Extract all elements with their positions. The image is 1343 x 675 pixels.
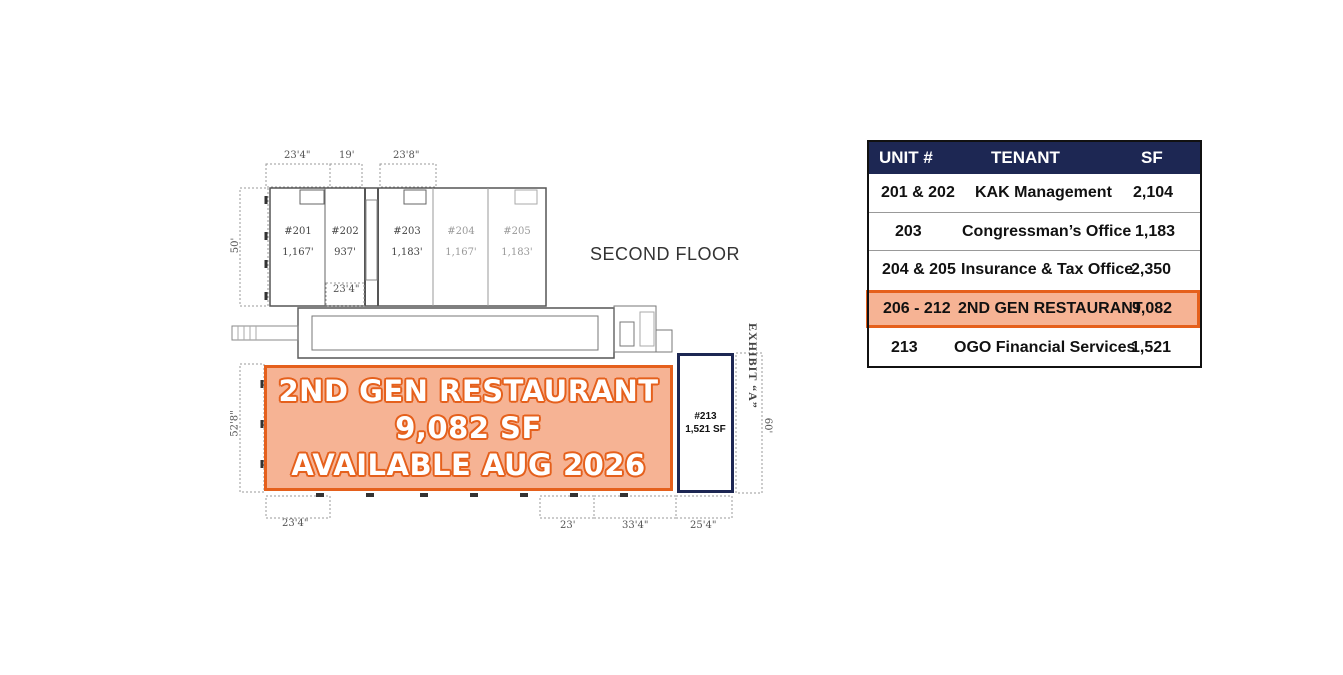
room-205-number: #205 <box>503 226 531 237</box>
unit-213: #213 1,521 SF <box>677 353 734 493</box>
row-sf: 2,350 <box>1131 261 1172 278</box>
header-tenant: TENANT <box>991 148 1060 167</box>
room-203-number: #203 <box>393 226 421 237</box>
row-tenant: OGO Financial Services <box>954 339 1136 356</box>
tenant-table: UNIT # TENANT SF 201 & 202 KAK Managemen… <box>867 140 1202 368</box>
dimension-bottom-2: 23' <box>560 520 576 531</box>
room-201-number: #201 <box>284 226 312 237</box>
table-row: 204 & 205 Insurance & Tax Office 2,350 <box>869 250 1200 289</box>
row-sf: 1,521 <box>1131 339 1172 356</box>
highlight-row-restaurant <box>866 290 1200 328</box>
banner-line-3: AVAILABLE AUG 2026 <box>291 447 646 482</box>
dimension-left-bottom: 52'8" <box>229 410 241 437</box>
row-unit: 203 <box>895 223 922 240</box>
banner-line-2: 9,082 SF <box>395 410 542 445</box>
room-205: #205 1,183' <box>494 225 540 259</box>
room-201: #201 1,167' <box>276 225 320 259</box>
row-tenant: 2ND GEN RESTAURANT <box>958 300 1143 317</box>
dimension-bottom-4: 25'4" <box>690 520 717 531</box>
dimension-right: 60' <box>762 417 774 434</box>
dimension-top-2: 19' <box>339 150 355 161</box>
row-sf: 2,104 <box>1133 184 1174 201</box>
dimension-top-1: 23'4" <box>284 150 311 161</box>
dimension-corridor: 23'4" <box>333 284 360 295</box>
table-row: 201 & 202 KAK Management 2,104 <box>869 174 1200 212</box>
room-202-number: #202 <box>331 226 359 237</box>
room-204-number: #204 <box>447 226 475 237</box>
floor-label: SECOND FLOOR <box>590 244 741 264</box>
row-tenant: Congressman’s Office <box>962 223 1132 240</box>
table-row: 213 OGO Financial Services 1,521 <box>869 330 1200 366</box>
dimension-bottom-3: 33'4" <box>622 520 649 531</box>
room-203: #203 1,183' <box>384 225 430 259</box>
unit-213-sf: 1,521 SF <box>685 424 726 435</box>
restaurant-available-banner: 2ND GEN RESTAURANT 9,082 SF AVAILABLE AU… <box>264 365 673 491</box>
row-unit: 204 & 205 <box>882 261 956 278</box>
dimension-top-3: 23'8" <box>393 150 420 161</box>
row-tenant: KAK Management <box>975 184 1112 201</box>
row-sf: 9,082 <box>1132 300 1173 317</box>
room-203-sf: 1,183' <box>391 247 423 258</box>
exhibit-label: EXHIBIT “A” <box>746 323 760 409</box>
room-205-sf: 1,183' <box>501 247 533 258</box>
row-unit: 206 - 212 <box>883 300 951 317</box>
unit-213-number: #213 <box>694 411 717 422</box>
table-header: UNIT # TENANT SF <box>869 142 1200 174</box>
header-sf: SF <box>1141 148 1163 167</box>
room-202-sf: 937' <box>334 247 356 258</box>
room-201-sf: 1,167' <box>282 247 314 258</box>
row-unit: 213 <box>891 339 918 356</box>
row-sf: 1,183 <box>1135 223 1176 240</box>
dimension-left-top: 50' <box>230 237 242 254</box>
room-204-sf: 1,167' <box>445 247 477 258</box>
row-unit: 201 & 202 <box>881 184 955 201</box>
room-202: #202 937' <box>326 225 364 259</box>
table-row: 203 Congressman’s Office 1,183 <box>869 212 1200 251</box>
room-204: #204 1,167' <box>438 225 484 259</box>
banner-line-1: 2ND GEN RESTAURANT <box>278 373 659 408</box>
row-tenant: Insurance & Tax Office <box>961 261 1134 278</box>
dimension-bottom-1: 23'4" <box>282 518 309 529</box>
header-unit: UNIT # <box>879 148 933 167</box>
table-row-highlighted: 206 - 212 2ND GEN RESTAURANT 9,082 <box>869 292 1200 326</box>
